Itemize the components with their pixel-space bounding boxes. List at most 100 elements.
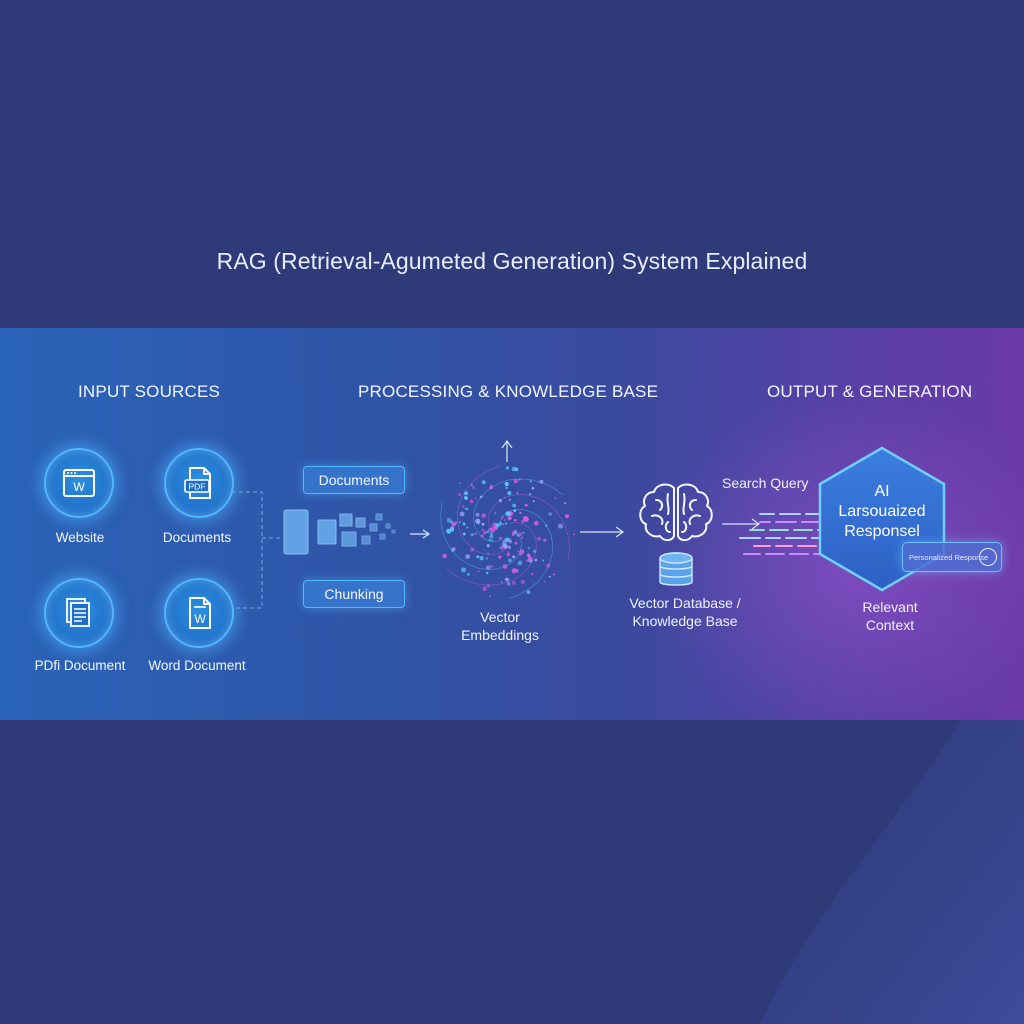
embedding-particle: [506, 581, 511, 586]
embedding-particle: [462, 522, 466, 526]
embedding-particle: [548, 575, 551, 578]
embedding-particle: [489, 564, 493, 569]
embedding-particle: [489, 485, 493, 490]
embedding-particle: [498, 522, 503, 526]
embedding-particle: [536, 536, 541, 541]
embedding-particle: [488, 595, 491, 598]
stacked-documents-icon: [66, 598, 90, 627]
embedding-particle: [461, 567, 467, 573]
embedding-particle: [505, 577, 510, 582]
embedding-particle: [502, 523, 504, 525]
embedding-particle: [522, 515, 529, 522]
brain-database-graphic: [639, 483, 713, 586]
embedding-particle: [516, 492, 519, 495]
embedding-particle: [543, 538, 547, 542]
embedding-particle: [486, 584, 490, 588]
page-title: RAG (Retrieval-Agumeted Generation) Syst…: [216, 248, 808, 274]
documents-source-node[interactable]: PDF: [164, 448, 234, 518]
embedding-particle: [499, 536, 503, 540]
context-label-line2: Context: [865, 617, 915, 633]
embedding-particle: [490, 484, 493, 486]
embedding-particle: [485, 557, 489, 560]
embedding-particle: [481, 480, 486, 485]
embedding-particle: [511, 580, 516, 585]
embedding-swirl-arm: [488, 494, 570, 562]
hexagon-line1: AI: [874, 483, 890, 500]
chunk-fragments-graphic: [283, 509, 396, 555]
section-heading-processing: PROCESSING & KNOWLEDGE BASE: [358, 382, 659, 401]
embedding-particle: [531, 572, 534, 576]
chunking-stage-pill[interactable]: Chunking: [303, 580, 405, 608]
embedding-particle: [521, 520, 525, 523]
embedding-particle: [481, 528, 485, 532]
connector-lines: [232, 439, 761, 609]
embedding-particle: [546, 563, 551, 568]
embedding-particle: [548, 512, 552, 516]
embeddings-label-line1: Vector: [480, 609, 520, 625]
embedding-particle: [527, 556, 533, 561]
embedding-particle: [508, 546, 510, 548]
embedding-particle: [488, 527, 492, 532]
embedding-particle: [488, 539, 491, 542]
brain-icon: [639, 483, 713, 542]
embedding-particle: [558, 523, 563, 529]
embedding-particle: [512, 503, 517, 508]
embedding-particle: [494, 526, 498, 531]
embedding-particle: [498, 555, 502, 559]
embedding-particle: [458, 482, 461, 485]
embedding-particle: [474, 497, 477, 499]
embedding-particle: [451, 548, 455, 552]
embedding-particle: [476, 555, 480, 559]
embedding-particle: [506, 552, 510, 557]
embedding-particle: [519, 511, 522, 514]
database-label-line2: Knowledge Base: [632, 613, 738, 629]
pdf-glyph: PDF: [189, 482, 206, 492]
hexagon-line3: Responsel: [844, 523, 920, 540]
embeddings-label-line2: Embeddings: [461, 627, 539, 643]
hexagon-line2: Larsouaized: [838, 503, 926, 520]
embedding-particle: [474, 532, 477, 535]
embedding-swirl-arm: [446, 521, 537, 586]
embedding-particle: [565, 514, 569, 519]
documents-stage-pill[interactable]: Documents: [303, 466, 405, 494]
embedding-particle: [481, 522, 485, 526]
embedding-particle: [533, 549, 537, 553]
embedding-particle: [487, 552, 490, 555]
embedding-particle: [525, 559, 528, 562]
embedding-particle: [505, 486, 508, 490]
embedding-particle: [459, 511, 465, 517]
browser-window-icon: W: [63, 469, 95, 497]
embedding-particle: [513, 509, 517, 512]
embedding-particle: [519, 549, 525, 555]
word-document-source-node[interactable]: W: [164, 578, 234, 648]
embedding-particle: [485, 565, 491, 571]
website-source-node[interactable]: W: [44, 448, 114, 518]
embedding-particle: [491, 539, 493, 542]
source-label-website: Website: [55, 530, 105, 545]
embedding-swirl-arm: [457, 465, 511, 556]
embedding-particle: [522, 531, 525, 534]
embedding-particle: [529, 492, 532, 496]
pdf-document-source-node[interactable]: [44, 578, 114, 648]
embedding-particle: [462, 505, 465, 508]
embedding-particle: [470, 484, 473, 487]
embedding-particle: [495, 523, 499, 527]
embedding-particle: [564, 502, 567, 505]
embedding-particle: [500, 581, 503, 583]
embedding-particle: [472, 486, 475, 489]
embedding-particle: [503, 496, 506, 499]
embedding-particle: [518, 478, 521, 481]
personalized-response-chat-bubble[interactable]: Personalized Response: [902, 542, 1002, 572]
embedding-particle: [470, 533, 474, 537]
embedding-particle: [521, 536, 524, 539]
embedding-particle: [524, 503, 528, 507]
embedding-particle: [529, 480, 532, 483]
embedding-particle: [466, 526, 469, 529]
embedding-particle: [462, 532, 466, 536]
embedding-particle: [517, 550, 520, 553]
embedding-particle: [532, 500, 535, 503]
embedding-particle: [479, 556, 484, 561]
query-code-lines-graphic: [739, 513, 843, 555]
user-avatar-icon: [979, 548, 997, 566]
embedding-particle: [504, 519, 506, 521]
